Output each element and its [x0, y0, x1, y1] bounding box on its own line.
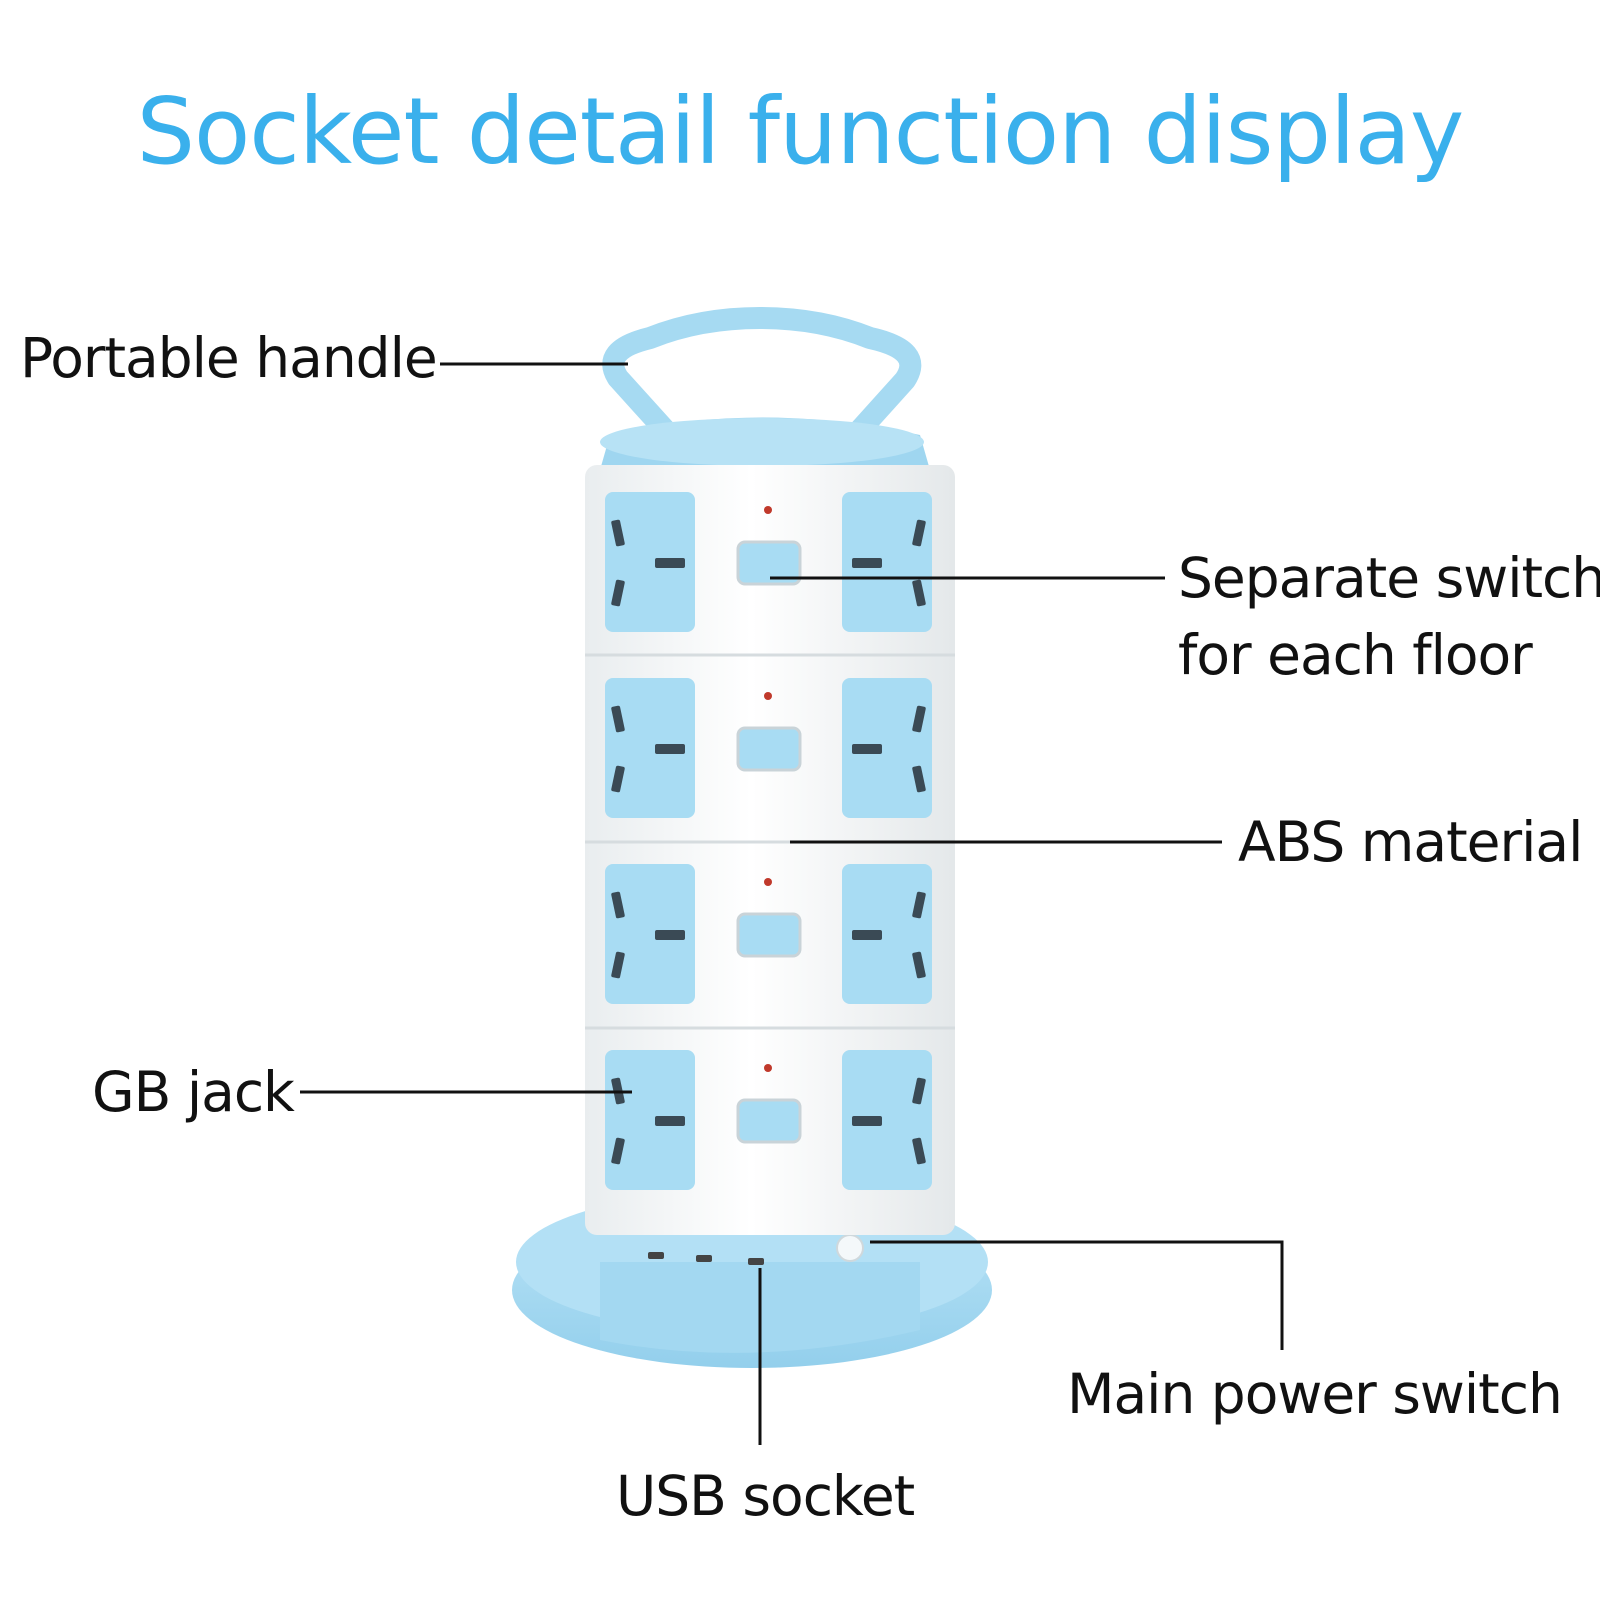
- floor-2: [605, 678, 932, 818]
- tower-body: [585, 465, 955, 1235]
- label-usb-socket: USB socket: [616, 1464, 915, 1528]
- label-portable-handle: Portable handle: [20, 326, 438, 390]
- label-gb-jack: GB jack: [92, 1060, 295, 1124]
- usb-port-2: [696, 1255, 712, 1262]
- gb-outlet-left-3: [605, 864, 695, 1004]
- usb-port-3: [748, 1258, 764, 1265]
- label-main-power-switch: Main power switch: [1067, 1362, 1563, 1426]
- label-separate-switch-line2: for each floor: [1178, 623, 1533, 687]
- label-separate-switch-line1: Separate switch: [1178, 546, 1600, 610]
- gb-outlet-right-1: [842, 492, 932, 632]
- gb-outlet-right-2: [842, 678, 932, 818]
- usb-port-1: [648, 1252, 664, 1259]
- floor-1: [605, 492, 932, 632]
- floor-switch-3: [736, 912, 802, 958]
- gb-outlet-left-1: [605, 492, 695, 632]
- indicator-light-1: [764, 506, 772, 514]
- indicator-light-2: [764, 692, 772, 700]
- indicator-light-4: [764, 1064, 772, 1072]
- indicator-light-3: [764, 878, 772, 886]
- floor-3: [605, 864, 932, 1004]
- floor-switch-2: [736, 726, 802, 772]
- floor-switch-4: [736, 1098, 802, 1144]
- main-power-button: [836, 1234, 864, 1262]
- floor-4: [605, 1050, 932, 1190]
- leader-main-power-switch: [870, 1240, 1284, 1350]
- portable-handle: [600, 307, 930, 470]
- floor-switch-1: [736, 540, 802, 586]
- gb-outlet-left-2: [605, 678, 695, 818]
- gb-outlet-right-3: [842, 864, 932, 1004]
- floors: [605, 492, 932, 1190]
- label-abs-material: ABS material: [1238, 810, 1583, 874]
- gb-outlet-right-4: [842, 1050, 932, 1190]
- callout-lines: [300, 362, 1284, 1445]
- page-title: Socket detail function display: [136, 78, 1465, 185]
- gb-outlet-left-4: [605, 1050, 695, 1190]
